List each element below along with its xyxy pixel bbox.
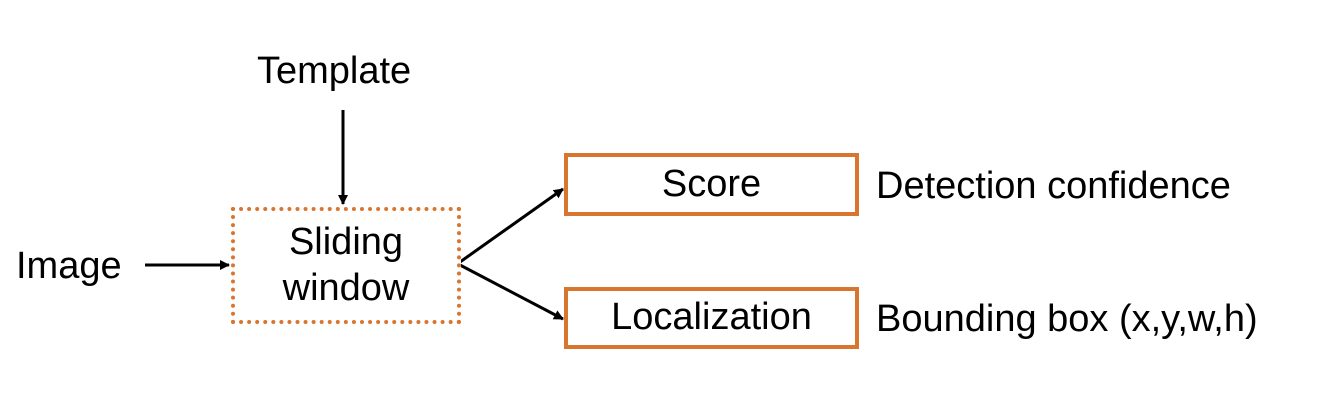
score-box-label: Score	[661, 162, 762, 205]
score-box: Score	[564, 153, 859, 216]
image-label: Image	[16, 245, 122, 287]
window-to-score-arrow	[459, 187, 564, 264]
score-output-label: Detection confidence	[876, 165, 1231, 207]
localization-box: Localization	[564, 287, 859, 349]
template-label: Template	[257, 50, 412, 92]
sliding-window-box: Sliding window	[231, 207, 461, 324]
localization-output-label: Bounding box (x,y,w,h)	[876, 298, 1258, 340]
sliding-window-line1: Sliding	[288, 220, 404, 263]
sliding-window-line2: window	[282, 266, 410, 309]
window-to-localization-arrow	[459, 263, 564, 321]
localization-box-label: Localization	[611, 296, 812, 339]
